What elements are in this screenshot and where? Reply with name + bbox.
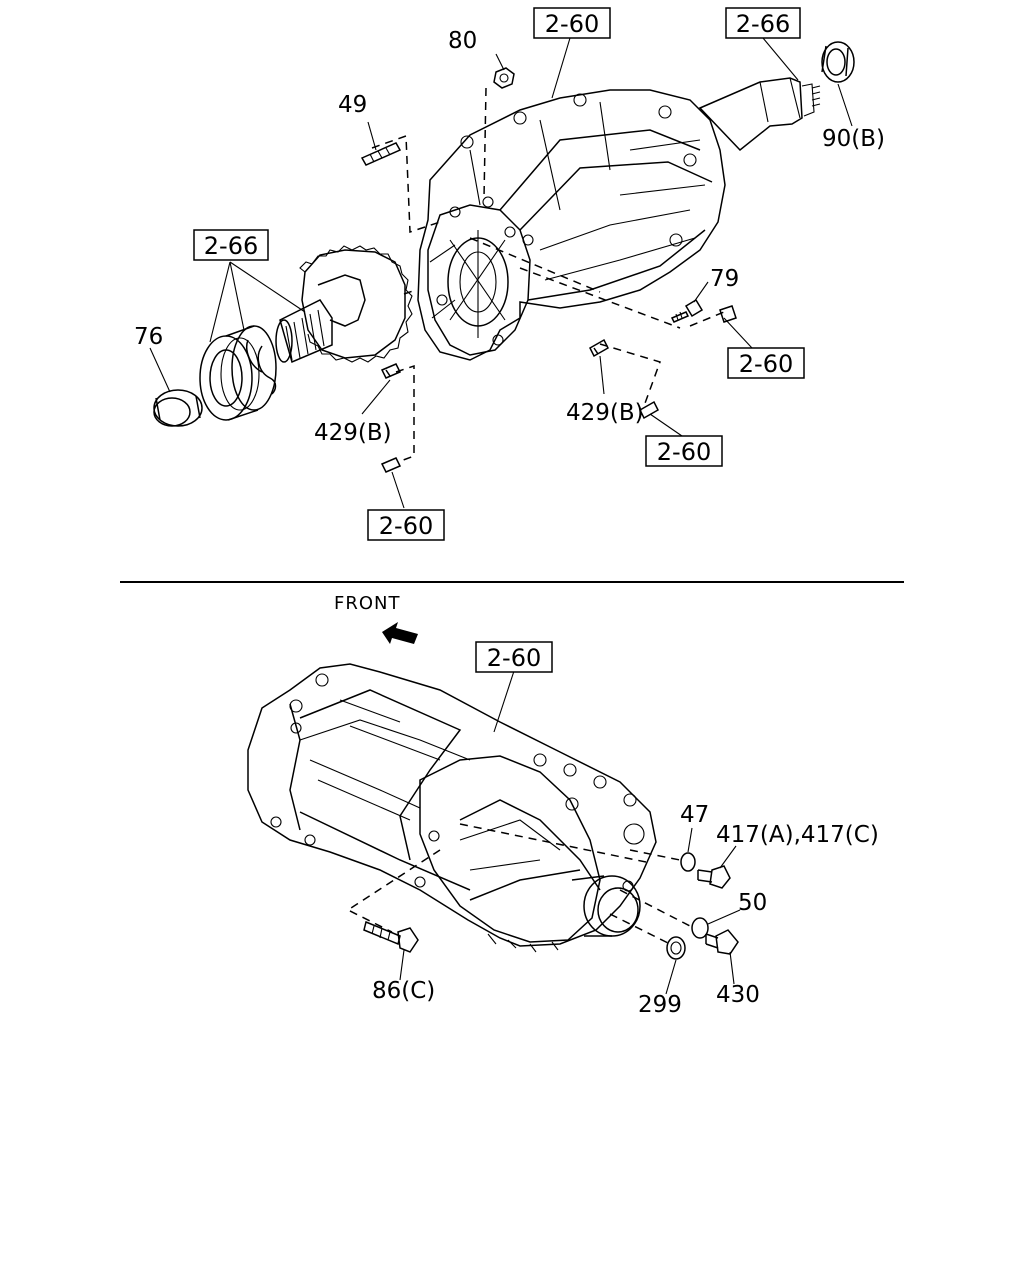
part-label-49: 49 xyxy=(338,92,367,118)
ref-box-label: 2-66 xyxy=(204,232,258,260)
part-label-50: 50 xyxy=(738,890,767,916)
nut-80 xyxy=(493,67,515,89)
top-transfer-case-assembly xyxy=(417,77,821,361)
part-label-299: 299 xyxy=(638,992,682,1018)
bolt-right-ref xyxy=(689,305,737,327)
ref-box-7[interactable]: 2-60 xyxy=(475,641,553,673)
ref-box-label: 2-66 xyxy=(736,10,790,38)
part-label-429b-right: 429(B) xyxy=(566,400,644,426)
front-label: FRONT xyxy=(334,593,401,614)
plug-299 xyxy=(666,936,686,960)
ref-box-label: 2-60 xyxy=(657,438,711,466)
ref-box-5[interactable]: 2-60 xyxy=(645,435,723,467)
bolt-417 xyxy=(697,865,731,889)
input-gear-shaft xyxy=(275,245,413,364)
oil-seal-76 xyxy=(153,389,203,427)
ref-box-3[interactable]: 2-66 xyxy=(193,229,269,261)
dowel-pin-ref-right xyxy=(639,400,659,420)
bottom-transfer-case-assembly xyxy=(247,663,657,953)
ref-box-1[interactable]: 2-60 xyxy=(533,7,611,39)
front-arrow-icon xyxy=(382,622,418,644)
top-leader-lines xyxy=(149,37,853,509)
ref-box-label: 2-60 xyxy=(739,350,793,378)
oil-seal-90b xyxy=(821,41,855,83)
ref-box-label: 2-60 xyxy=(379,512,433,540)
ref-box-label: 2-60 xyxy=(545,10,599,38)
o-ring-50 xyxy=(691,917,709,939)
bolt-79 xyxy=(670,298,704,323)
ref-box-label: 2-60 xyxy=(487,644,541,672)
ref-box-2[interactable]: 2-66 xyxy=(725,7,801,39)
part-label-76: 76 xyxy=(134,324,163,350)
part-label-79: 79 xyxy=(710,266,739,292)
part-label-417: 417(A),417(C) xyxy=(716,822,879,848)
part-label-86c: 86(C) xyxy=(372,978,435,1004)
bolt-86c xyxy=(363,920,419,953)
part-label-80: 80 xyxy=(448,28,477,54)
dowel-pin-ref-bottom xyxy=(380,457,402,473)
dowel-pin-429b-right xyxy=(589,338,609,358)
bearing xyxy=(199,325,277,421)
stud-bolt-49 xyxy=(360,142,402,166)
part-label-429b-left: 429(B) xyxy=(314,420,392,446)
o-ring-47 xyxy=(680,852,696,872)
bottom-leader-lines xyxy=(346,670,741,995)
part-label-430: 430 xyxy=(716,982,760,1008)
part-label-90b: 90(B) xyxy=(822,126,885,152)
ref-box-4[interactable]: 2-60 xyxy=(727,347,805,379)
dowel-pin-429b-left xyxy=(380,363,402,379)
ref-box-6[interactable]: 2-60 xyxy=(367,509,445,541)
part-label-47: 47 xyxy=(680,802,709,828)
bolt-430 xyxy=(705,929,739,955)
